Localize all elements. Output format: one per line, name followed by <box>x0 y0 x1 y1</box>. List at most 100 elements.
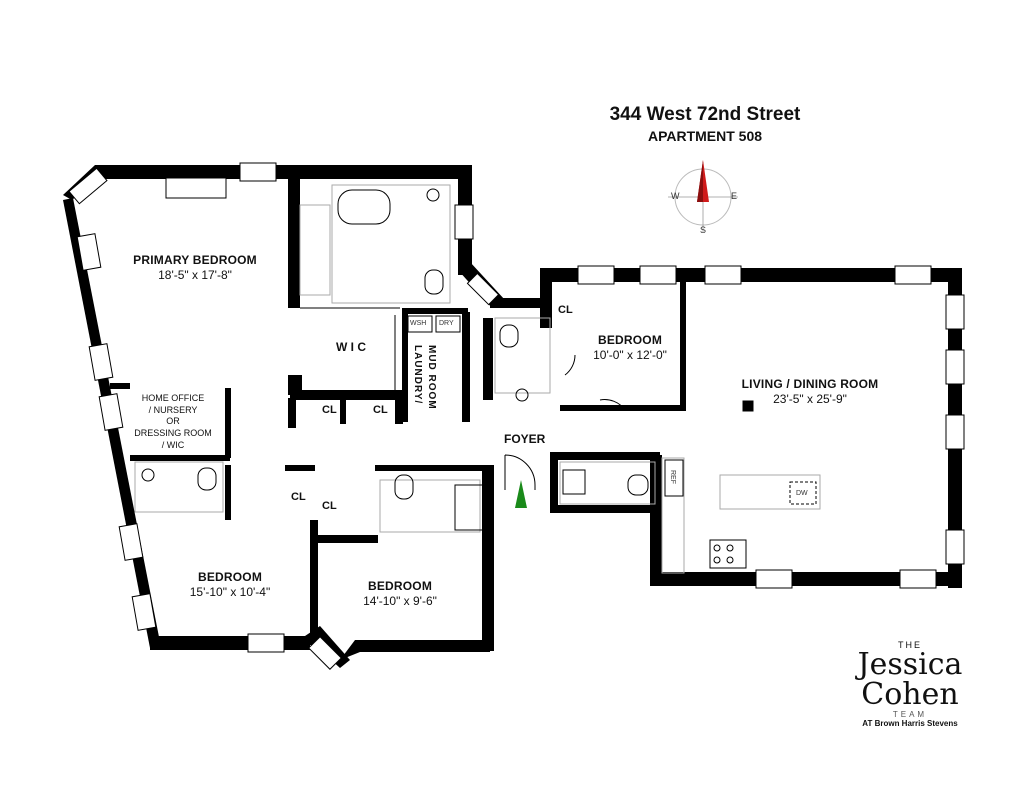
refrigerator <box>664 459 684 497</box>
room-bedroom-south: BEDROOM 14'-10" x 9'-6" <box>340 579 460 609</box>
dryer-label: DRY <box>439 320 454 327</box>
island <box>719 474 821 510</box>
window <box>118 523 144 561</box>
logo-the: THE <box>898 640 922 650</box>
room-name: BEDROOM <box>597 333 663 347</box>
logo-line2: Cohen <box>861 677 959 712</box>
room-wic: W I C <box>336 340 366 354</box>
closet-wall-1 <box>288 398 296 428</box>
window <box>894 265 932 285</box>
sink <box>562 469 586 495</box>
window <box>131 593 157 631</box>
window <box>945 294 965 330</box>
bed2-east-wall <box>680 280 686 410</box>
window <box>88 343 114 381</box>
dryer <box>435 315 461 333</box>
office-east <box>225 388 231 458</box>
laundry-wall-w <box>402 312 408 422</box>
foyer-bath-tile <box>559 461 656 505</box>
office-line: / NURSERY <box>148 404 198 415</box>
fixtures <box>134 177 821 574</box>
laundry-wall-n <box>402 308 468 314</box>
closet-label: CL <box>373 404 388 416</box>
center-bath-n <box>490 298 544 308</box>
room-bedroom-north: BEDROOM 10'-0" x 12'-0" <box>575 333 685 363</box>
window <box>308 636 342 670</box>
closet-wall-2 <box>340 398 346 424</box>
room-dimensions: 18'-5" x 17'-8" <box>158 268 232 282</box>
room-foyer: FOYER <box>504 432 546 446</box>
door-swing <box>599 399 626 411</box>
bathtub <box>337 189 391 225</box>
center-bath-w <box>483 318 493 400</box>
dw-label: DW <box>796 490 808 497</box>
apartment-number: APARTMENT 508 <box>647 128 763 144</box>
shower-head <box>426 188 440 202</box>
closet-label: CL <box>322 500 337 512</box>
closet-bed2 <box>540 268 552 328</box>
room-dimensions: 15'-10" x 10'-4" <box>189 585 271 599</box>
bath-sw-east <box>225 465 231 520</box>
toilet <box>627 474 649 496</box>
brand-logo: THE Jessica Cohen TEAM AT Brown Harris S… <box>855 640 965 728</box>
logo-line1: Jessica <box>857 647 963 682</box>
logo-firm: AT Brown Harris Stevens <box>862 719 958 728</box>
window <box>466 272 500 306</box>
laundry-wall-e <box>462 312 470 422</box>
washer-label: WSH <box>410 320 427 327</box>
window <box>704 265 742 285</box>
windows <box>68 162 965 670</box>
foyer-bath-n <box>550 452 660 460</box>
window <box>639 265 677 285</box>
room-bedroom-southwest: BEDROOM 15'-10" x 10'-4" <box>170 570 290 600</box>
dishwasher <box>789 481 817 505</box>
bed-divider <box>310 520 318 645</box>
room-name: BEDROOM <box>197 570 263 584</box>
address-title: 344 West 72nd Street <box>609 104 801 125</box>
room-primary-bedroom: PRIMARY BEDROOM 18'-5" x 17'-8" <box>120 253 270 283</box>
room-dimensions: 23'-5" x 25'-9" <box>773 392 847 406</box>
entry-arrow-icon <box>515 480 527 508</box>
office-line: OR <box>166 416 180 427</box>
room-dimensions: 14'-10" x 9'-6" <box>363 594 437 608</box>
window <box>945 414 965 450</box>
room-name: LIVING / DINING ROOM <box>741 377 879 391</box>
window <box>899 569 937 589</box>
shower <box>454 484 484 531</box>
door-swing <box>564 354 576 376</box>
sw-bath-tile <box>134 461 224 513</box>
shower-head <box>141 468 155 482</box>
window <box>755 569 793 589</box>
room-name: BEDROOM <box>367 579 433 593</box>
closet-label: CL <box>322 404 337 416</box>
toilet <box>394 474 414 500</box>
room-laundry-2: MUD ROOM <box>426 345 437 410</box>
window <box>247 633 285 653</box>
room-dimensions: 10'-0" x 12'-0" <box>593 348 667 362</box>
bed-sw-north <box>130 455 230 461</box>
window <box>68 167 108 205</box>
washer <box>407 315 433 333</box>
shower-head <box>515 388 529 402</box>
toilet <box>197 467 217 491</box>
ref-label: REF <box>669 470 676 484</box>
foyer-door[interactable] <box>504 454 536 490</box>
room-laundry-1: LAUNDRY/ <box>412 345 423 405</box>
kitchen-counter <box>661 457 685 574</box>
compass-west: W <box>671 191 680 201</box>
foyer-bath-w <box>550 452 558 510</box>
bed-s-north-wall <box>318 535 378 543</box>
room-living-dining: LIVING / DINING ROOM 23'-5" x 25'-9" <box>730 377 890 407</box>
room-name: PRIMARY BEDROOM <box>133 253 257 267</box>
hall-closet-b <box>375 465 490 471</box>
window <box>945 349 965 385</box>
living-west-wall <box>650 455 662 585</box>
window <box>454 204 474 240</box>
room-home-office: HOME OFFICE / NURSERY OR DRESSING ROOM /… <box>128 393 218 451</box>
wic-south-wall <box>290 390 402 400</box>
fireplace <box>165 177 227 199</box>
window <box>76 233 102 271</box>
south-wall-s <box>340 640 490 660</box>
range <box>709 539 747 569</box>
